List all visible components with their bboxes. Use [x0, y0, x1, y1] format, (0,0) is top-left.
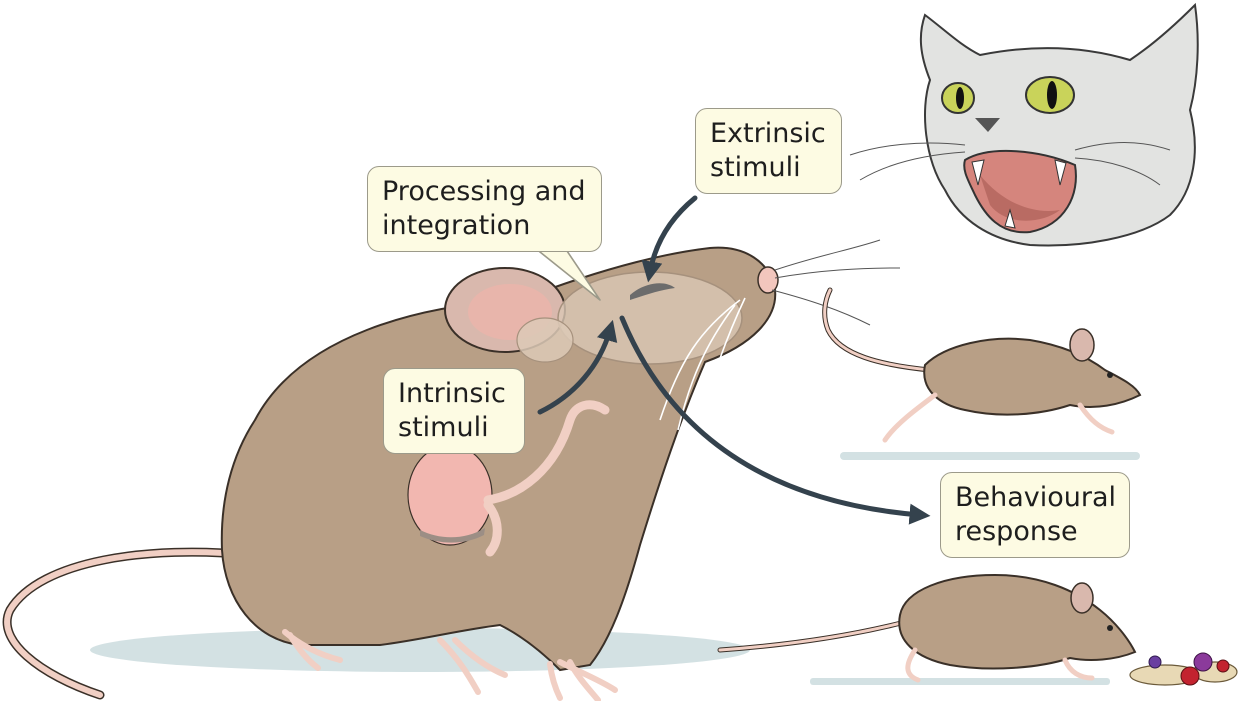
behavioural-callout: Behavioural response: [940, 472, 1130, 558]
extrinsic-arrow: [641, 195, 698, 283]
cat-teeth: [971, 159, 1067, 229]
eating-mouse-tail: [717, 619, 908, 653]
intrinsic-label-line1: Intrinsic: [398, 378, 506, 409]
eating-mouse-body: [898, 573, 1137, 670]
main-mouse-tail: [2, 547, 255, 700]
eating-mouse-eye: [1107, 625, 1113, 631]
processing-label-line1: Processing and: [382, 176, 586, 207]
main-mouse-hind-foot: [282, 629, 343, 671]
running-mouse-tail: [822, 287, 933, 373]
cat-nose: [975, 118, 1000, 132]
extrinsic-label-line1: Extrinsic: [710, 118, 826, 149]
extrinsic-label-line2: stimuli: [710, 152, 801, 183]
processing-label-line2: integration: [382, 210, 531, 241]
running-mouse-body: [923, 337, 1142, 416]
intrinsic-arrow: [537, 319, 618, 415]
main-mouse-mid-foot: [437, 637, 508, 695]
stomach: [407, 444, 493, 546]
behavioural-label-line2: response: [955, 516, 1078, 547]
food-pile: [1129, 652, 1238, 686]
running-mouse: [822, 287, 1142, 443]
berry-red: [1180, 666, 1200, 686]
response-arrow: [619, 315, 931, 525]
processing-callout: Processing and integration: [367, 166, 602, 252]
running-mouse-ear: [1069, 328, 1095, 362]
eating-mouse: [717, 573, 1137, 683]
eating-mouse-ear: [1070, 582, 1094, 614]
extrinsic-callout: Extrinsic stimuli: [695, 108, 842, 194]
cat-head: [849, 2, 1199, 247]
cerebellum: [516, 317, 574, 363]
intrinsic-label-line2: stimuli: [398, 412, 489, 443]
running-mouse-shadow: [840, 452, 1140, 460]
eating-mouse-shadow: [810, 678, 1110, 685]
main-mouse: [2, 239, 901, 703]
main-mouse-nose: [757, 266, 779, 294]
gut-tube: [483, 400, 610, 557]
brain-region-highlight: [630, 283, 675, 300]
cat-whiskers: [849, 142, 1171, 186]
running-mouse-eye: [1107, 372, 1113, 378]
intrinsic-callout: Intrinsic stimuli: [383, 368, 525, 454]
behavioural-label-line1: Behavioural: [955, 482, 1117, 513]
berry-purple: [1193, 652, 1213, 672]
main-mouse-front-foot: [547, 659, 618, 703]
